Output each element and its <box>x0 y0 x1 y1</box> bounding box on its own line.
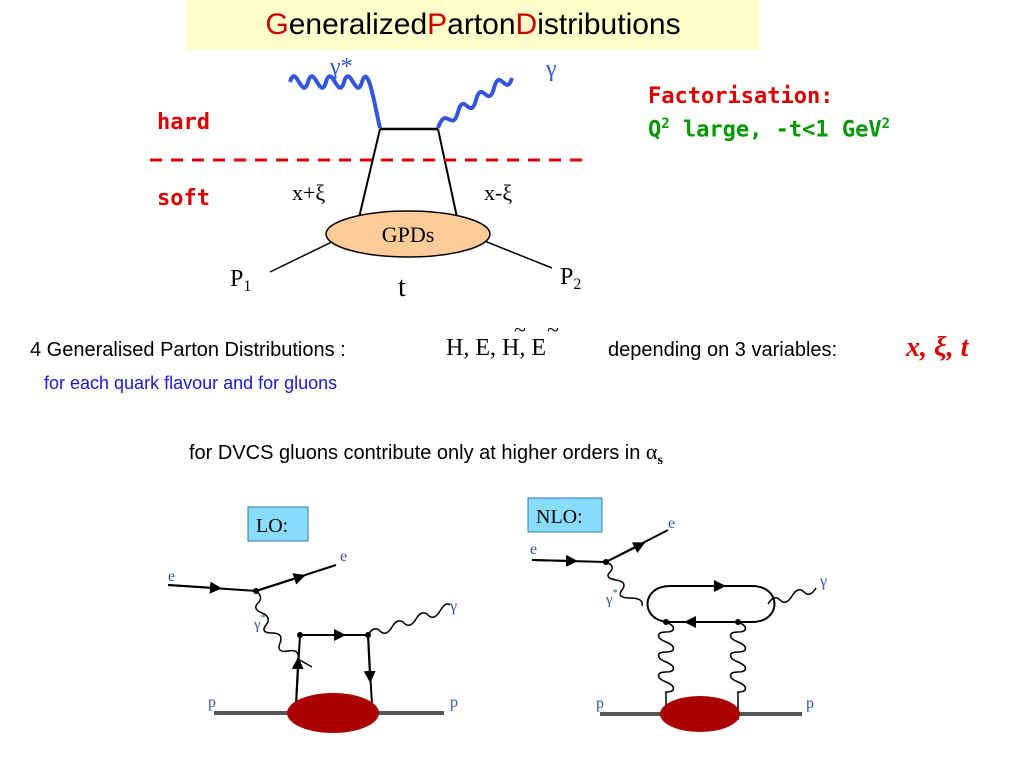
proton-line-in <box>269 237 341 273</box>
handbag-diagram: GPDs γ* γ x+ξ x-ξ P1 P2 t <box>150 54 588 303</box>
quark-line-left <box>357 128 381 223</box>
nlo-e-out-label: e <box>668 515 675 532</box>
nlo-p-in-label: p <box>596 695 604 712</box>
nlo-quark-loop <box>646 585 776 623</box>
x-minus-xi-label: x-ξ <box>484 180 512 205</box>
title-initial-p: P <box>427 8 448 41</box>
e-tilde: ~ <box>547 317 559 342</box>
lo-quark-right-arrow <box>363 634 376 683</box>
soft-label: soft <box>157 186 210 211</box>
nlo-proton-blob <box>660 696 740 732</box>
nlo-electron-out-arrow <box>605 542 646 563</box>
lo-gamma-label: γ <box>449 598 457 615</box>
real-photon-label: γ <box>545 56 557 82</box>
t-label: t <box>398 272 406 303</box>
quark-line-right <box>437 128 459 223</box>
gpds-label: GPDs <box>382 222 435 247</box>
lo-proton-blob <box>287 693 379 733</box>
nlo-e-in-label: e <box>530 541 537 558</box>
lo-quark-left-arrow <box>291 657 304 706</box>
title-part-1: eneralized <box>288 8 428 41</box>
lo-vertex-e <box>253 588 259 594</box>
lo-real-photon <box>367 603 451 636</box>
nlo-gamma-star-label: γ* <box>605 588 618 608</box>
hard-label: hard <box>157 110 210 135</box>
dvcs-text: for DVCS gluons contribute only at highe… <box>189 439 663 468</box>
lo-e-out-label: e <box>340 548 347 565</box>
nlo-electron-in-arrow <box>531 554 578 567</box>
real-photon-line <box>436 77 514 129</box>
nlo-gamma-label: γ <box>819 573 827 590</box>
lo-vertex-left <box>297 632 303 638</box>
lo-p-out-label: p <box>450 694 458 711</box>
lo-diagram: LO: e e γ* γ p p <box>167 506 458 733</box>
title-part-2: arton <box>447 8 516 41</box>
lo-p-in-label: p <box>208 694 216 711</box>
x-plus-xi-label: x+ξ <box>292 180 325 205</box>
nlo-p-out-label: p <box>806 695 814 712</box>
nlo-label-box <box>527 497 603 533</box>
factorisation-condition: Q2 large, -t<1 GeV2 <box>648 116 891 143</box>
lo-label-box <box>247 506 309 542</box>
lo-label: LO: <box>256 515 288 537</box>
nlo-diagram: NLO: e e γ* γ p p <box>527 497 827 732</box>
h-tilde: ~ <box>514 317 526 342</box>
lo-gamma-star-label: γ* <box>253 613 266 633</box>
gpd-blob <box>325 210 491 258</box>
p1-label: P1 <box>230 266 251 295</box>
lo-virtual-photon <box>255 590 313 668</box>
nlo-virtual-photon <box>605 561 643 607</box>
factorisation-heading: Factorisation: <box>648 84 834 109</box>
virtual-photon-label: γ* <box>329 54 353 80</box>
title-initial-g: G <box>265 8 289 41</box>
proton-line-out <box>481 239 553 269</box>
nlo-real-photon <box>767 587 817 605</box>
nlo-gluon-left <box>657 621 675 720</box>
lo-electron-in-arrow <box>167 581 222 594</box>
nlo-gluon-right <box>729 621 747 720</box>
title-part-3: istributions <box>537 8 681 41</box>
nlo-label: NLO: <box>536 506 583 528</box>
lo-e-in-label: e <box>168 568 175 585</box>
p2-label: P2 <box>560 264 581 293</box>
depending-text: depending on 3 variables: <box>608 339 838 361</box>
variables: x, ξ, t <box>906 332 969 363</box>
gpd-count-text: 4 Generalised Parton Distributions : <box>30 339 346 361</box>
gpd-functions: H, E, H, E <box>446 335 546 361</box>
lo-electron-out-arrow <box>255 573 306 592</box>
virtual-photon-line <box>288 74 382 129</box>
title-initial-d: D <box>515 8 538 41</box>
flavour-text: for each quark flavour and for gluons <box>44 373 338 393</box>
